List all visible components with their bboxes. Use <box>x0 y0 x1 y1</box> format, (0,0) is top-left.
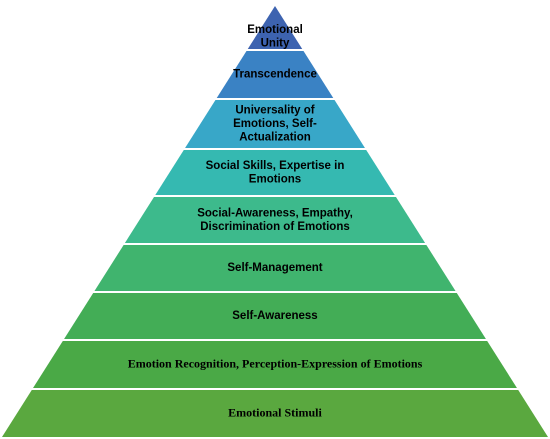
pyramid-level-1-line-1: Emotional <box>247 24 303 36</box>
pyramid-level-2 <box>216 51 334 98</box>
pyramid-level-4-line-2: Emotions <box>249 173 301 185</box>
pyramid-level-9 <box>2 390 548 437</box>
pyramid-level-7 <box>64 293 486 339</box>
pyramid-level-5-line-1: Social-Awareness, Empathy, <box>197 207 353 219</box>
pyramid-level-3-line-1: Universality of <box>235 105 314 117</box>
pyramid-level-4 <box>155 150 395 195</box>
pyramid-level-5-label: Social-Awareness, Empathy, Discrimination… <box>197 207 353 233</box>
pyramid-level-3-line-3: Actualization <box>239 132 311 144</box>
pyramid-level-2-line-1: Transcendence <box>233 69 317 81</box>
pyramid-level-6 <box>94 245 456 291</box>
pyramid-level-7-line-1: Self-Awareness <box>232 310 317 322</box>
pyramid-level-4-line-1: Social Skills, Expertise in <box>206 160 345 172</box>
pyramid-level-2-label: Transcendence <box>233 69 317 81</box>
pyramid-level-1-line-2: Unity <box>261 37 290 49</box>
pyramid-level-5-line-2: Discrimination of Emotions <box>200 221 350 233</box>
pyramid-level-7-label: Self-Awareness <box>232 310 317 322</box>
pyramid-level-9-label: Emotional Stimuli <box>228 405 322 419</box>
pyramid-level-5 <box>124 197 426 243</box>
pyramid-level-1 <box>247 6 303 49</box>
pyramid-level-9-line-1: Emotional Stimuli <box>228 405 322 419</box>
pyramid-level-3-line-2: Emotions, Self- <box>233 118 317 130</box>
pyramid-level-3 <box>185 100 365 148</box>
pyramid-level-6-line-1: Self-Management <box>227 262 322 274</box>
pyramid-level-8-label: Emotion Recognition, Perception-Expressi… <box>128 356 423 370</box>
pyramid-level-8 <box>33 341 517 388</box>
pyramid-level-8-line-1: Emotion Recognition, Perception-Expressi… <box>128 356 423 370</box>
pyramid-level-6-label: Self-Management <box>227 262 322 274</box>
